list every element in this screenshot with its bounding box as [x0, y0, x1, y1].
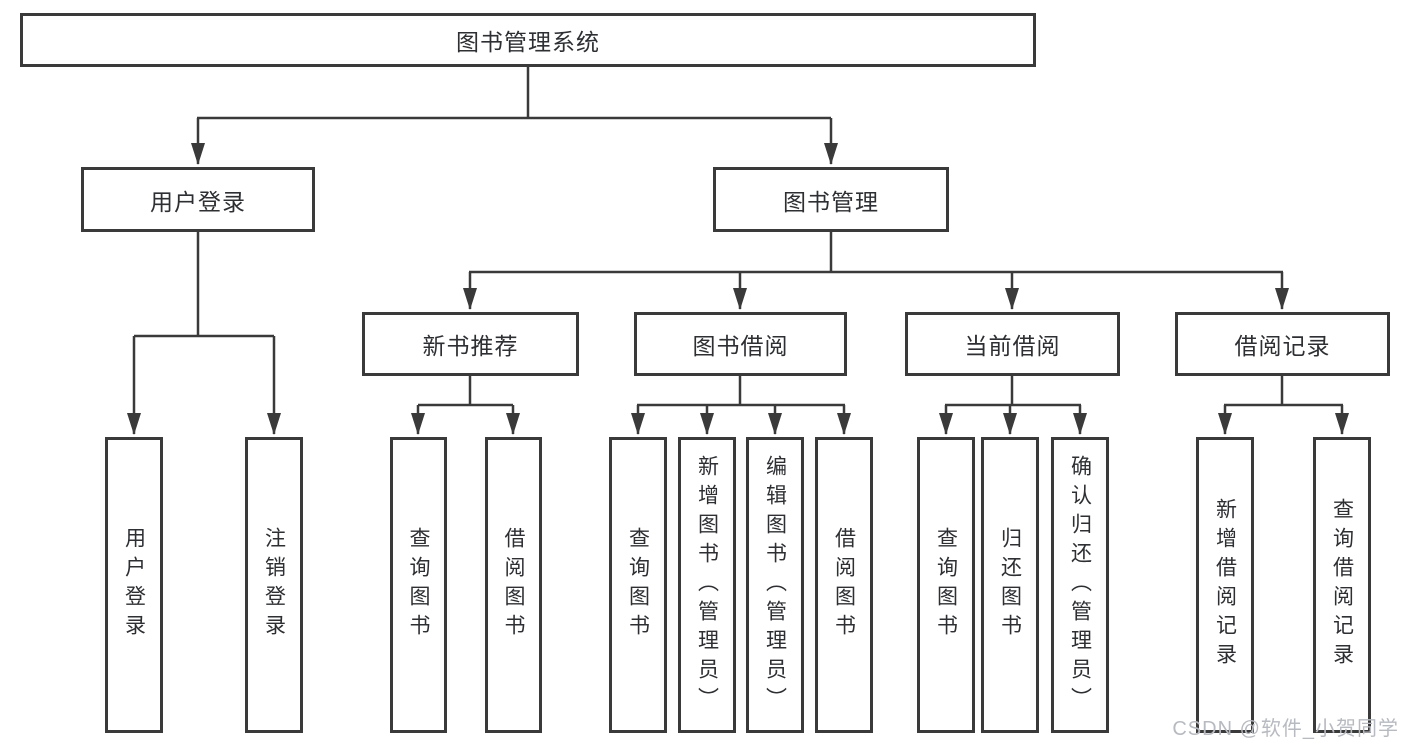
leaf-add-books-admin-label: 新增图书（管理员） — [695, 454, 719, 716]
node-book-borrowing: 图书借阅 — [634, 312, 847, 376]
node-borrowing-records-label: 借阅记录 — [1234, 333, 1331, 359]
leaf-edit-books-admin-label: 编辑图书（管理员） — [763, 454, 787, 716]
node-new-book-recommendation-label: 新书推荐 — [422, 333, 519, 359]
leaf-recommend-query-books: 查询图书 — [390, 437, 447, 733]
node-current-borrowing-label: 当前借阅 — [964, 333, 1061, 359]
node-root-label: 图书管理系统 — [456, 29, 600, 55]
node-user-login-label: 用户登录 — [150, 188, 246, 215]
csdn-watermark: CSDN @软件_小贺同学 — [1172, 718, 1399, 740]
leaf-confirm-return-admin-label: 确认归还（管理员） — [1068, 454, 1092, 716]
leaf-logout: 注销登录 — [245, 437, 303, 733]
node-borrowing-records: 借阅记录 — [1175, 312, 1390, 376]
leaf-recommend-query-books-label: 查询图书 — [407, 527, 430, 643]
node-current-borrowing: 当前借阅 — [905, 312, 1120, 376]
leaf-borrow-query-books-label: 查询图书 — [626, 527, 650, 643]
leaf-recommend-borrow-books-label: 借阅图书 — [502, 527, 525, 643]
node-book-borrowing-label: 图书借阅 — [692, 333, 789, 359]
leaf-borrow-query-books: 查询图书 — [609, 437, 667, 733]
leaf-user-login-label: 用户登录 — [122, 527, 146, 643]
leaf-confirm-return-admin: 确认归还（管理员） — [1051, 437, 1109, 733]
leaf-borrow-books: 借阅图书 — [815, 437, 873, 733]
leaf-query-borrow-record: 查询借阅记录 — [1313, 437, 1371, 733]
leaf-query-borrow-record-label: 查询借阅记录 — [1330, 498, 1354, 672]
leaf-return-books: 归还图书 — [981, 437, 1039, 733]
node-book-management: 图书管理 — [713, 167, 949, 232]
leaf-user-login: 用户登录 — [105, 437, 163, 733]
leaf-add-borrow-record: 新增借阅记录 — [1196, 437, 1254, 733]
node-user-login: 用户登录 — [81, 167, 315, 232]
node-new-book-recommendation: 新书推荐 — [362, 312, 579, 376]
leaf-return-books-label: 归还图书 — [998, 527, 1022, 643]
leaf-current-query-books-label: 查询图书 — [934, 527, 958, 643]
leaf-add-books-admin: 新增图书（管理员） — [678, 437, 736, 733]
leaf-edit-books-admin: 编辑图书（管理员） — [746, 437, 804, 733]
leaf-current-query-books: 查询图书 — [917, 437, 975, 733]
leaf-recommend-borrow-books: 借阅图书 — [485, 437, 542, 733]
node-root-library-management-system: 图书管理系统 — [20, 13, 1036, 67]
leaf-logout-label: 注销登录 — [262, 527, 286, 643]
leaf-borrow-books-label: 借阅图书 — [832, 527, 856, 643]
node-book-management-label: 图书管理 — [783, 188, 879, 215]
leaf-add-borrow-record-label: 新增借阅记录 — [1213, 498, 1237, 672]
